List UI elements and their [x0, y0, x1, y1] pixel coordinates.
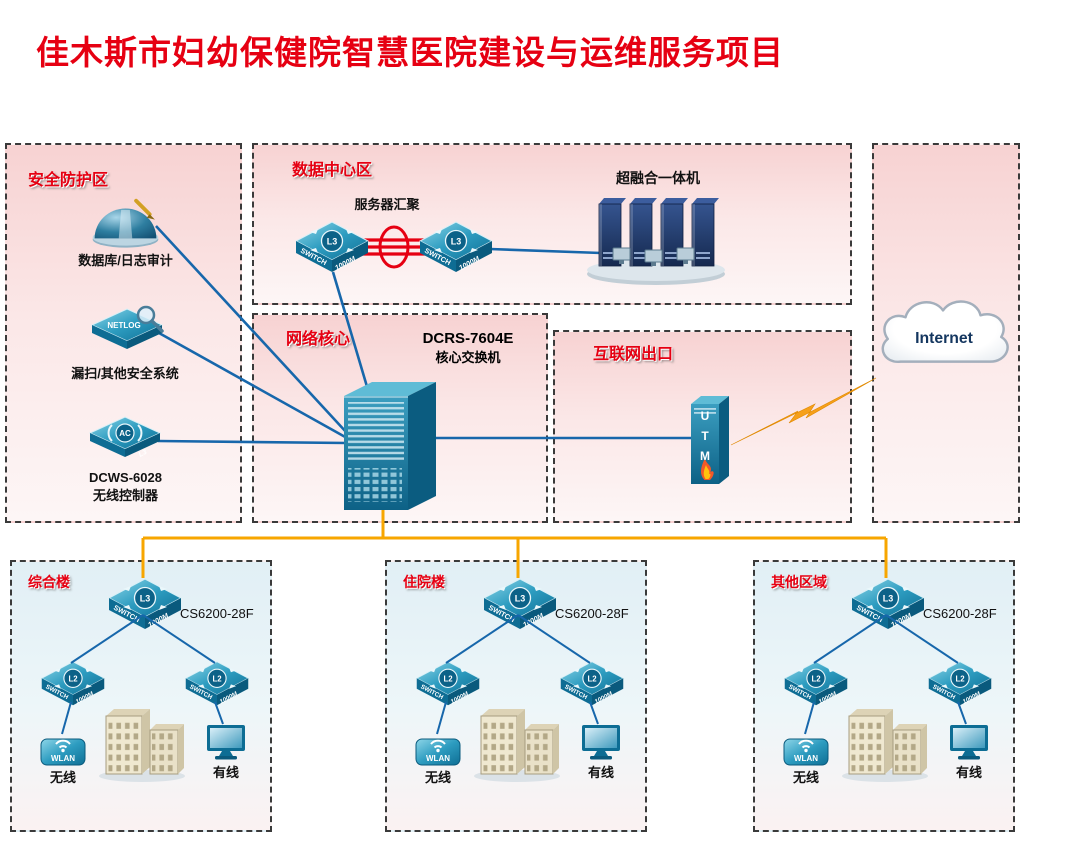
wireless-label: 无线	[424, 770, 451, 785]
dc-l3-switch-right-icon: L3	[418, 220, 494, 274]
building-1-switch-model: CS6200-28F	[180, 606, 254, 621]
pc-monitor-icon	[582, 725, 620, 760]
server-monitors	[612, 247, 695, 266]
utm-firewall-device: UTM	[683, 392, 733, 492]
chassis-body	[344, 382, 436, 510]
dome-audit-icon	[92, 198, 159, 248]
building-2-l2-switch-right-icon: L2	[559, 660, 625, 707]
dc-l3-switch-left-icon: L3	[294, 220, 370, 274]
zone-label-security: 安全防护区	[28, 172, 109, 189]
scan-label: 漏扫/其他安全系统	[71, 366, 179, 381]
wireless-label: 无线	[49, 770, 76, 785]
core-switch-name: 核心交换机	[435, 350, 501, 365]
wlan-ap-icon: WLAN	[40, 738, 86, 766]
pc-monitor-icon	[950, 725, 988, 760]
zone-label-core: 网络核心	[286, 331, 351, 348]
page-title: 佳木斯市妇幼保健院智慧医院建设与运维服务项目	[36, 34, 784, 71]
building-3-label: 其他区域	[771, 574, 827, 590]
audit-label: 数据库/日志审计	[78, 253, 173, 268]
cloud-icon	[881, 300, 1009, 363]
pc-monitor-icon	[207, 725, 245, 760]
building-3-l3-switch-icon: L3	[850, 577, 926, 631]
wlan-ap-icon: WLAN	[783, 738, 829, 766]
wlc-name-label: 无线控制器	[92, 488, 158, 503]
core-switch-icon	[344, 382, 436, 510]
layer-badge: L2	[68, 674, 78, 683]
zone-label-internet-exit: 互联网出口	[593, 346, 674, 363]
building-2-l2-switch-left-icon: L2	[415, 660, 481, 707]
wlan-text: WLAN	[794, 754, 818, 763]
core-switch-model: DCRS-7604E	[422, 330, 514, 347]
zone-label-datacenter: 数据中心区	[292, 162, 373, 179]
hci-label: 超融合一体机	[616, 170, 700, 186]
ac-text: AC	[119, 429, 131, 438]
ac-body	[88, 416, 162, 457]
flame-icon	[701, 458, 714, 480]
layer-badge: L3	[515, 594, 526, 604]
layer-badge: L2	[811, 674, 821, 683]
layer-badge: L2	[587, 674, 597, 683]
zone-building-3: 其他区域 L3 CS6200-28F L2 L2 WLAN	[753, 560, 1015, 832]
layer-badge: L3	[883, 594, 894, 604]
server-rack-icon	[587, 198, 725, 285]
layer-badge: L2	[955, 674, 965, 683]
ac-l3-text: L3	[138, 449, 149, 459]
building-2-switch-model: CS6200-28F	[555, 606, 629, 621]
wired-label: 有线	[587, 765, 614, 780]
audit-pen-icon	[134, 198, 155, 220]
building-icon	[99, 709, 185, 782]
wired-label: 有线	[955, 765, 982, 780]
building-1-l3-switch-icon: L3	[107, 577, 183, 631]
wlc-model-label: DCWS-6028	[89, 470, 162, 485]
building-3-l2-switch-right-icon: L2	[927, 660, 993, 707]
layer-badge: L3	[451, 237, 462, 247]
building-1-label: 综合楼	[28, 574, 70, 590]
wireless-label: 无线	[792, 770, 819, 785]
dome-body	[92, 208, 159, 248]
building-icon	[842, 709, 928, 782]
wlan-text: WLAN	[426, 754, 450, 763]
netlog-text: NETLOG	[107, 321, 140, 330]
internet-label: Internet	[915, 330, 974, 347]
utm-label: UTM	[698, 409, 712, 469]
wlan-text: WLAN	[51, 754, 75, 763]
layer-badge: L2	[443, 674, 453, 683]
building-3-l2-switch-left-icon: L2	[783, 660, 849, 707]
building-2-label: 住院楼	[403, 574, 445, 590]
building-1-l2-switch-right-icon: L2	[184, 660, 250, 707]
magnifier-icon	[136, 305, 164, 333]
ac-controller-icon: AC L3	[88, 416, 162, 459]
building-2-l3-switch-icon: L3	[482, 577, 558, 631]
wlan-ap-icon: WLAN	[415, 738, 461, 766]
utm-icon	[691, 396, 729, 484]
building-1-l2-switch-left-icon: L2	[40, 660, 106, 707]
zone-building-1: 综合楼 L3 CS6200-28F L2 L2 WLAN	[10, 560, 272, 832]
building-3-switch-model: CS6200-28F	[923, 606, 997, 621]
layer-badge: L3	[140, 594, 151, 604]
zone-building-2: 住院楼 L3 CS6200-28F L2 L2 WLAN	[385, 560, 647, 832]
netlog-switch-icon: NETLOG	[90, 305, 164, 349]
server-platform	[587, 259, 725, 285]
core-switch-caption: DCRS-7604E 核心交换机	[398, 330, 538, 366]
wired-label: 有线	[212, 765, 239, 780]
layer-badge: L3	[327, 237, 338, 247]
internet-cloud: Internet	[881, 300, 1009, 363]
building-icon	[474, 709, 560, 782]
server-aggregation-label: 服务器汇聚	[354, 197, 420, 212]
layer-badge: L2	[212, 674, 222, 683]
